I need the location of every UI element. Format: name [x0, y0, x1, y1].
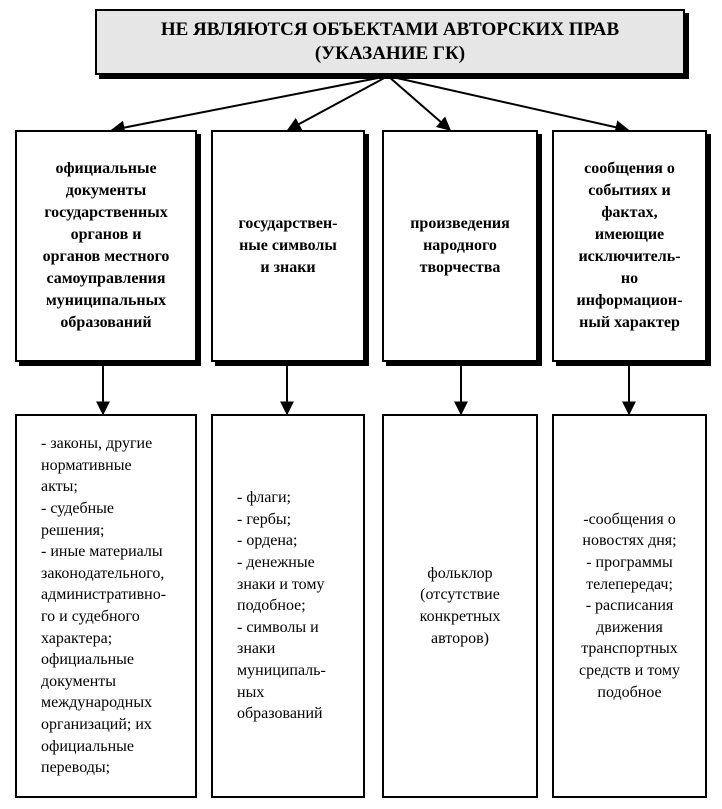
detail-line: - флаги;: [237, 489, 291, 507]
detail-line: средств и тому: [579, 661, 680, 679]
detail-line: - ордена;: [237, 532, 298, 550]
detail-text: - законы, другие нормативные акты; - суд…: [17, 433, 195, 779]
category-line: информацион-: [576, 292, 683, 309]
detail-line: конкретных: [419, 608, 501, 625]
detail-line: (отсутствие: [420, 586, 500, 604]
detail-text: - флаги; - гербы; - ордена; - денежные з…: [213, 487, 363, 725]
detail-line: подобное;: [237, 597, 306, 615]
category-line: муниципальных: [45, 292, 167, 309]
category-line: событиях и: [588, 182, 671, 199]
detail-informational-messages: -сообщения о новостях дня; - программы т…: [552, 414, 707, 798]
category-line: но: [620, 270, 639, 287]
arrow-title-to-category-2: [286, 75, 389, 131]
category-line: официальные: [55, 160, 157, 177]
detail-line: муниципаль-: [237, 661, 326, 679]
detail-line: - законы, другие: [41, 435, 153, 453]
arrow-title-to-category-3: [387, 75, 452, 131]
category-line: документы: [65, 182, 147, 199]
detail-line: - расписания: [585, 597, 674, 615]
category-line: сообщения о: [584, 160, 675, 177]
detail-line: транспортных: [581, 640, 678, 658]
detail-line: нормативные: [41, 456, 132, 474]
category-line: государственных: [44, 204, 168, 221]
detail-line: - денежные: [237, 554, 315, 572]
detail-line: новостях дня;: [582, 532, 677, 550]
category-line: исключитель-: [578, 248, 681, 265]
category-line: образований: [60, 314, 152, 331]
category-text: официальные документы государственных ор…: [43, 158, 170, 334]
title-line-2: (УКАЗАНИЕ ГК): [314, 43, 466, 64]
detail-line: знаки: [237, 640, 276, 658]
detail-line: - судебные: [41, 500, 115, 518]
detail-line: - иные материалы: [41, 543, 163, 561]
detail-line: документы: [41, 672, 117, 690]
category-official-documents: официальные документы государственных ор…: [15, 130, 197, 362]
category-line: имеющие: [594, 226, 665, 243]
detail-line: - программы: [586, 554, 673, 572]
detail-line: -сообщения о: [583, 510, 676, 528]
category-text: государствен- ные символы и знаки: [239, 213, 338, 279]
detail-line: - символы и: [237, 618, 319, 636]
title-line-1: НЕ ЯВЛЯЮТСЯ ОБЪЕКТАМИ АВТОРСКИХ ПРАВ: [160, 19, 620, 40]
category-text: сообщения о событиях и фактах, имеющие и…: [577, 158, 683, 334]
detail-line: телепередач;: [586, 575, 673, 593]
detail-state-symbols: - флаги; - гербы; - ордена; - денежные з…: [211, 414, 365, 798]
detail-line: характера;: [41, 629, 113, 647]
arrow-title-to-category-1: [110, 75, 389, 135]
detail-line: акты;: [41, 478, 78, 496]
detail-line: - гербы;: [237, 510, 292, 528]
category-line: фактах,: [601, 204, 658, 221]
detail-line: законодательного,: [41, 564, 165, 582]
category-text: произведения народного творчества: [410, 213, 510, 279]
category-line: народного: [423, 237, 497, 254]
category-line: и знаки: [260, 259, 316, 276]
category-line: органов и: [70, 226, 142, 243]
detail-line: переводы;: [41, 759, 111, 777]
detail-line: авторов): [431, 629, 489, 647]
category-line: ный характер: [579, 314, 680, 331]
detail-line: го и судебного: [41, 608, 140, 625]
detail-line: образований: [237, 705, 323, 723]
category-state-symbols: государствен- ные символы и знаки: [211, 130, 365, 362]
detail-text: -сообщения о новостях дня; - программы т…: [554, 509, 705, 703]
detail-line: подобное: [597, 683, 662, 701]
detail-official-documents: - законы, другие нормативные акты; - суд…: [15, 414, 197, 798]
category-line: органов местного: [42, 248, 170, 265]
category-informational-messages: сообщения о событиях и фактах, имеющие и…: [552, 130, 707, 362]
category-line: творчества: [419, 259, 501, 276]
detail-line: официальные: [41, 737, 134, 755]
detail-line: решения;: [41, 521, 105, 539]
detail-line: международных: [41, 694, 153, 712]
detail-line: движения: [596, 618, 663, 636]
detail-line: административно-: [41, 586, 167, 604]
detail-line: организаций; их: [41, 715, 152, 733]
category-line: произведения: [410, 215, 510, 232]
category-folk-art: произведения народного творчества: [382, 130, 538, 362]
arrow-title-to-category-4: [387, 75, 630, 135]
diagram-title: НЕ ЯВЛЯЮТСЯ ОБЪЕКТАМИ АВТОРСКИХ ПРАВ (УК…: [95, 9, 685, 75]
category-line: ные символы: [239, 237, 337, 254]
detail-line: официальные: [41, 651, 134, 669]
detail-folk-art: фольклор (отсутствие конкретных авторов): [382, 414, 538, 798]
detail-line: знаки и тому: [237, 575, 325, 593]
detail-line: фольклор: [427, 564, 493, 582]
category-line: государствен-: [238, 215, 338, 232]
detail-text: фольклор (отсутствие конкретных авторов): [384, 563, 536, 649]
detail-line: ных: [237, 683, 265, 701]
category-line: самоуправления: [46, 270, 166, 287]
